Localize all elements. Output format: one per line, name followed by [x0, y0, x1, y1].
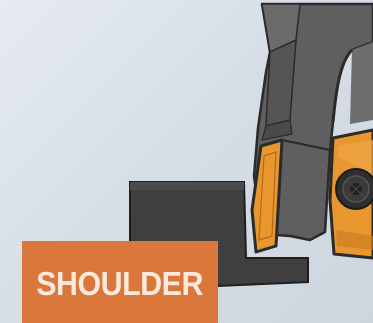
clamping-screw-icon — [336, 169, 373, 209]
shoulder-label: SHOULDER — [37, 265, 204, 303]
shoulder-label-box: SHOULDER — [22, 241, 218, 323]
